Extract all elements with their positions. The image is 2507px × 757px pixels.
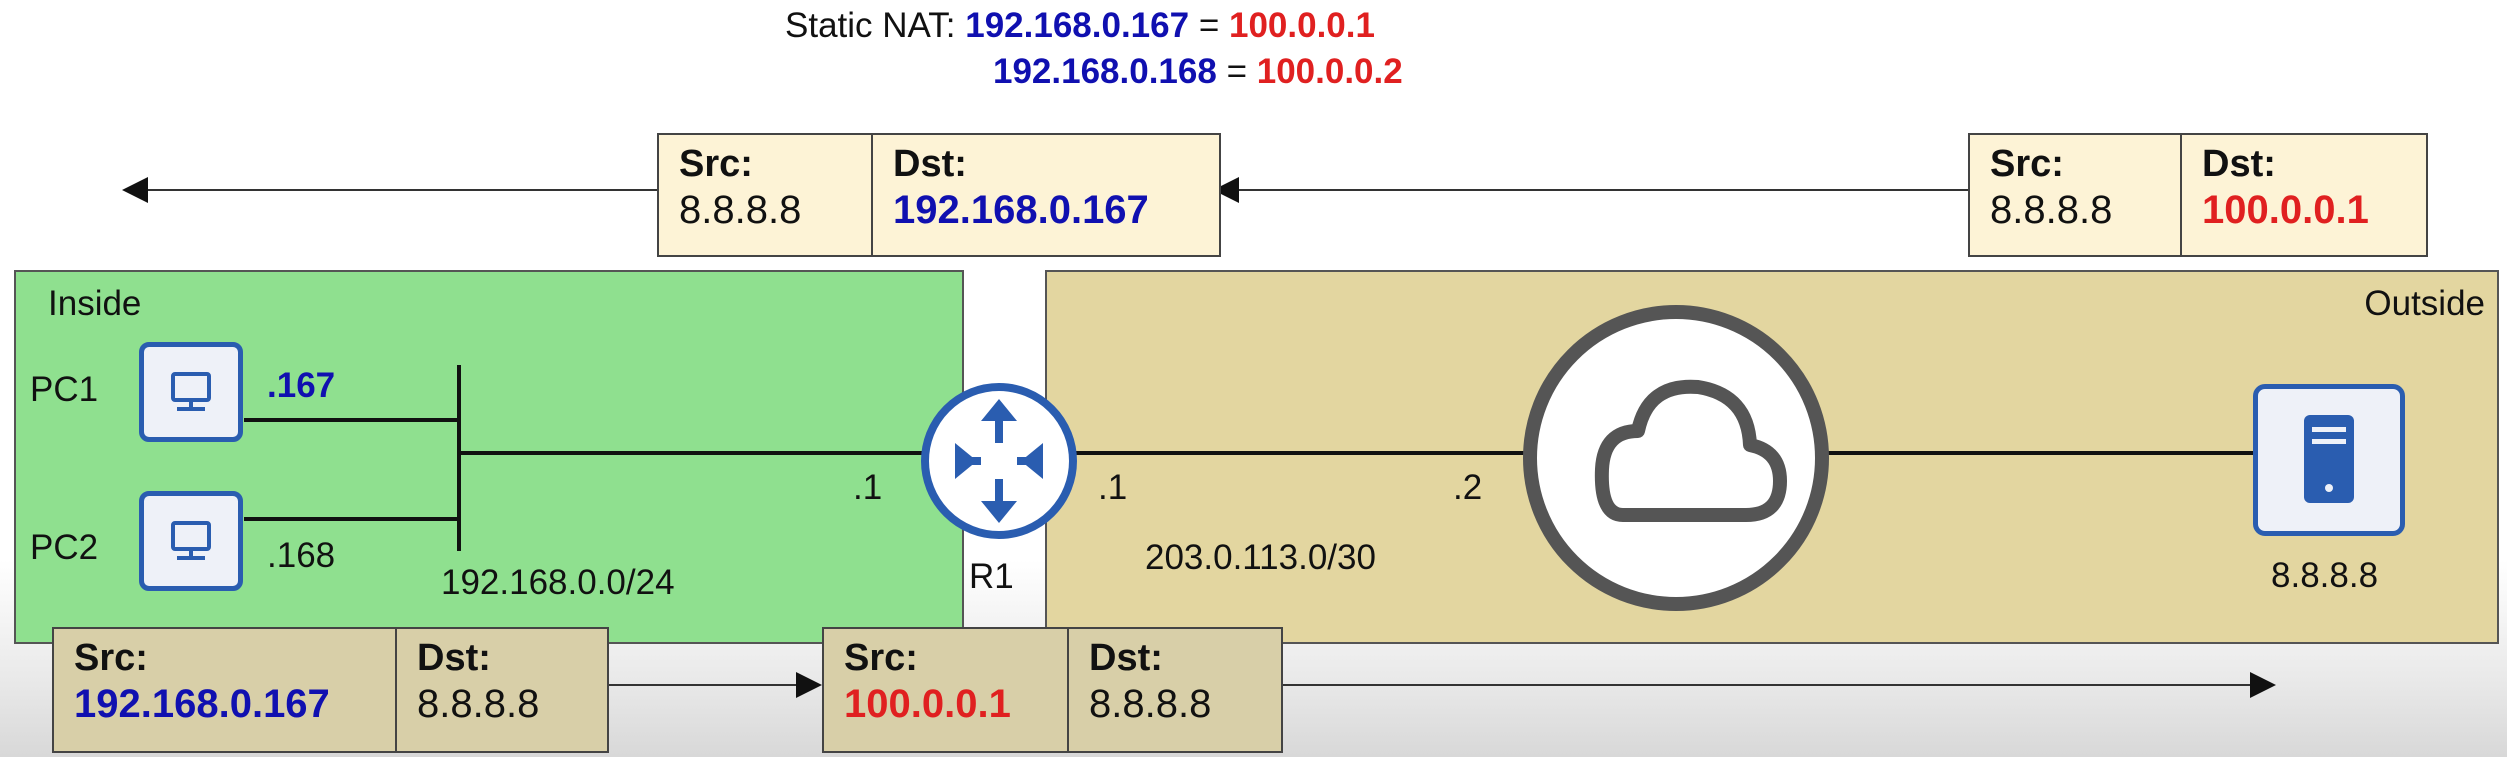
pc2-ip: .168 (267, 536, 336, 575)
pc2-label: PC2 (30, 528, 99, 567)
src-value: 100.0.0.1 (844, 682, 1011, 726)
router-to-isp-link (1072, 451, 1527, 455)
src-label: Src: (74, 637, 148, 679)
outside-subnet: 203.0.113.0/30 (1145, 538, 1376, 577)
dst-value: 192.168.0.167 (893, 188, 1149, 232)
nat-inside-addr-2: 192.168.0.168 (993, 52, 1217, 91)
packet-dst-cell: Dst: 8.8.8.8 (397, 629, 607, 751)
packet-outbound-outside: Src: 100.0.0.1 Dst: 8.8.8.8 (822, 627, 1283, 753)
dst-value: 8.8.8.8 (417, 682, 540, 726)
pc2[interactable] (139, 491, 243, 591)
outbound-arrow-head-right (2250, 672, 2276, 698)
server[interactable] (2253, 384, 2405, 536)
outbound-arrow-line-left (607, 684, 805, 686)
pc1-link (244, 418, 459, 422)
dst-label: Dst: (1089, 637, 1163, 679)
src-label: Src: (679, 143, 753, 185)
pc1-label: PC1 (30, 370, 99, 409)
router-outside-ip: .1 (1098, 468, 1128, 507)
packet-src-cell: Src: 100.0.0.1 (824, 629, 1069, 751)
pc1-ip: .167 (267, 366, 336, 405)
src-label: Src: (1990, 143, 2064, 185)
return-arrow-line-right (1238, 189, 1968, 191)
pc-icon (171, 521, 211, 560)
server-ip: 8.8.8.8 (2271, 556, 2379, 595)
outbound-arrow-head-left (796, 672, 822, 698)
dst-label: Dst: (417, 637, 491, 679)
pc-icon (171, 372, 211, 411)
isp-to-server-link (1825, 451, 2255, 455)
nat-prefix: Static NAT: (785, 6, 956, 45)
packet-dst-cell: Dst: 192.168.0.167 (873, 135, 1219, 255)
src-value: 8.8.8.8 (1990, 188, 2113, 232)
dst-label: Dst: (2202, 143, 2276, 185)
src-value: 192.168.0.167 (74, 682, 330, 726)
nat-outside-addr-1: 100.0.0.1 (1229, 6, 1375, 45)
outbound-arrow-line-right (1282, 684, 2257, 686)
nat-title-row-1: Static NAT: 192.168.0.167 = 100.0.0.1 (785, 6, 1375, 46)
pc1[interactable] (139, 342, 243, 442)
packet-src-cell: Src: 8.8.8.8 (659, 135, 873, 255)
packet-src-cell: Src: 192.168.0.167 (54, 629, 397, 751)
lan-bus (457, 365, 461, 551)
server-icon (2304, 415, 2354, 503)
router-inside-ip: .1 (853, 468, 883, 507)
router-icon[interactable] (919, 381, 1079, 541)
dst-value: 8.8.8.8 (1089, 682, 1212, 726)
dst-label: Dst: (893, 143, 967, 185)
return-arrow-head-left (122, 177, 148, 203)
router-label: R1 (969, 557, 1014, 596)
nat-outside-addr-2: 100.0.0.2 (1256, 52, 1403, 91)
packet-outbound-inside: Src: 192.168.0.167 Dst: 8.8.8.8 (52, 627, 609, 753)
dst-value: 100.0.0.1 (2202, 188, 2369, 232)
nat-eq-1: = (1198, 6, 1220, 45)
nat-inside-addr-1: 192.168.0.167 (965, 6, 1190, 45)
cloud-icon (1523, 305, 1829, 611)
nat-title-row-2: 192.168.0.168 = 100.0.0.2 (993, 52, 1403, 92)
src-label: Src: (844, 637, 918, 679)
nat-eq-2: = (1226, 52, 1248, 91)
src-value: 8.8.8.8 (679, 188, 802, 232)
packet-dst-cell: Dst: 8.8.8.8 (1069, 629, 1281, 751)
packet-src-cell: Src: 8.8.8.8 (1970, 135, 2182, 255)
isp-ip: .2 (1453, 468, 1483, 507)
lan-to-router-link (459, 451, 931, 455)
packet-return-inside: Src: 8.8.8.8 Dst: 192.168.0.167 (657, 133, 1221, 257)
packet-return-outside: Src: 8.8.8.8 Dst: 100.0.0.1 (1968, 133, 2428, 257)
packet-dst-cell: Dst: 100.0.0.1 (2182, 135, 2426, 255)
inside-zone-label: Inside (48, 284, 142, 323)
pc2-link (244, 517, 459, 521)
outside-zone-label: Outside (2364, 284, 2485, 323)
return-arrow-line-left (145, 189, 657, 191)
inside-subnet: 192.168.0.0/24 (441, 563, 675, 602)
